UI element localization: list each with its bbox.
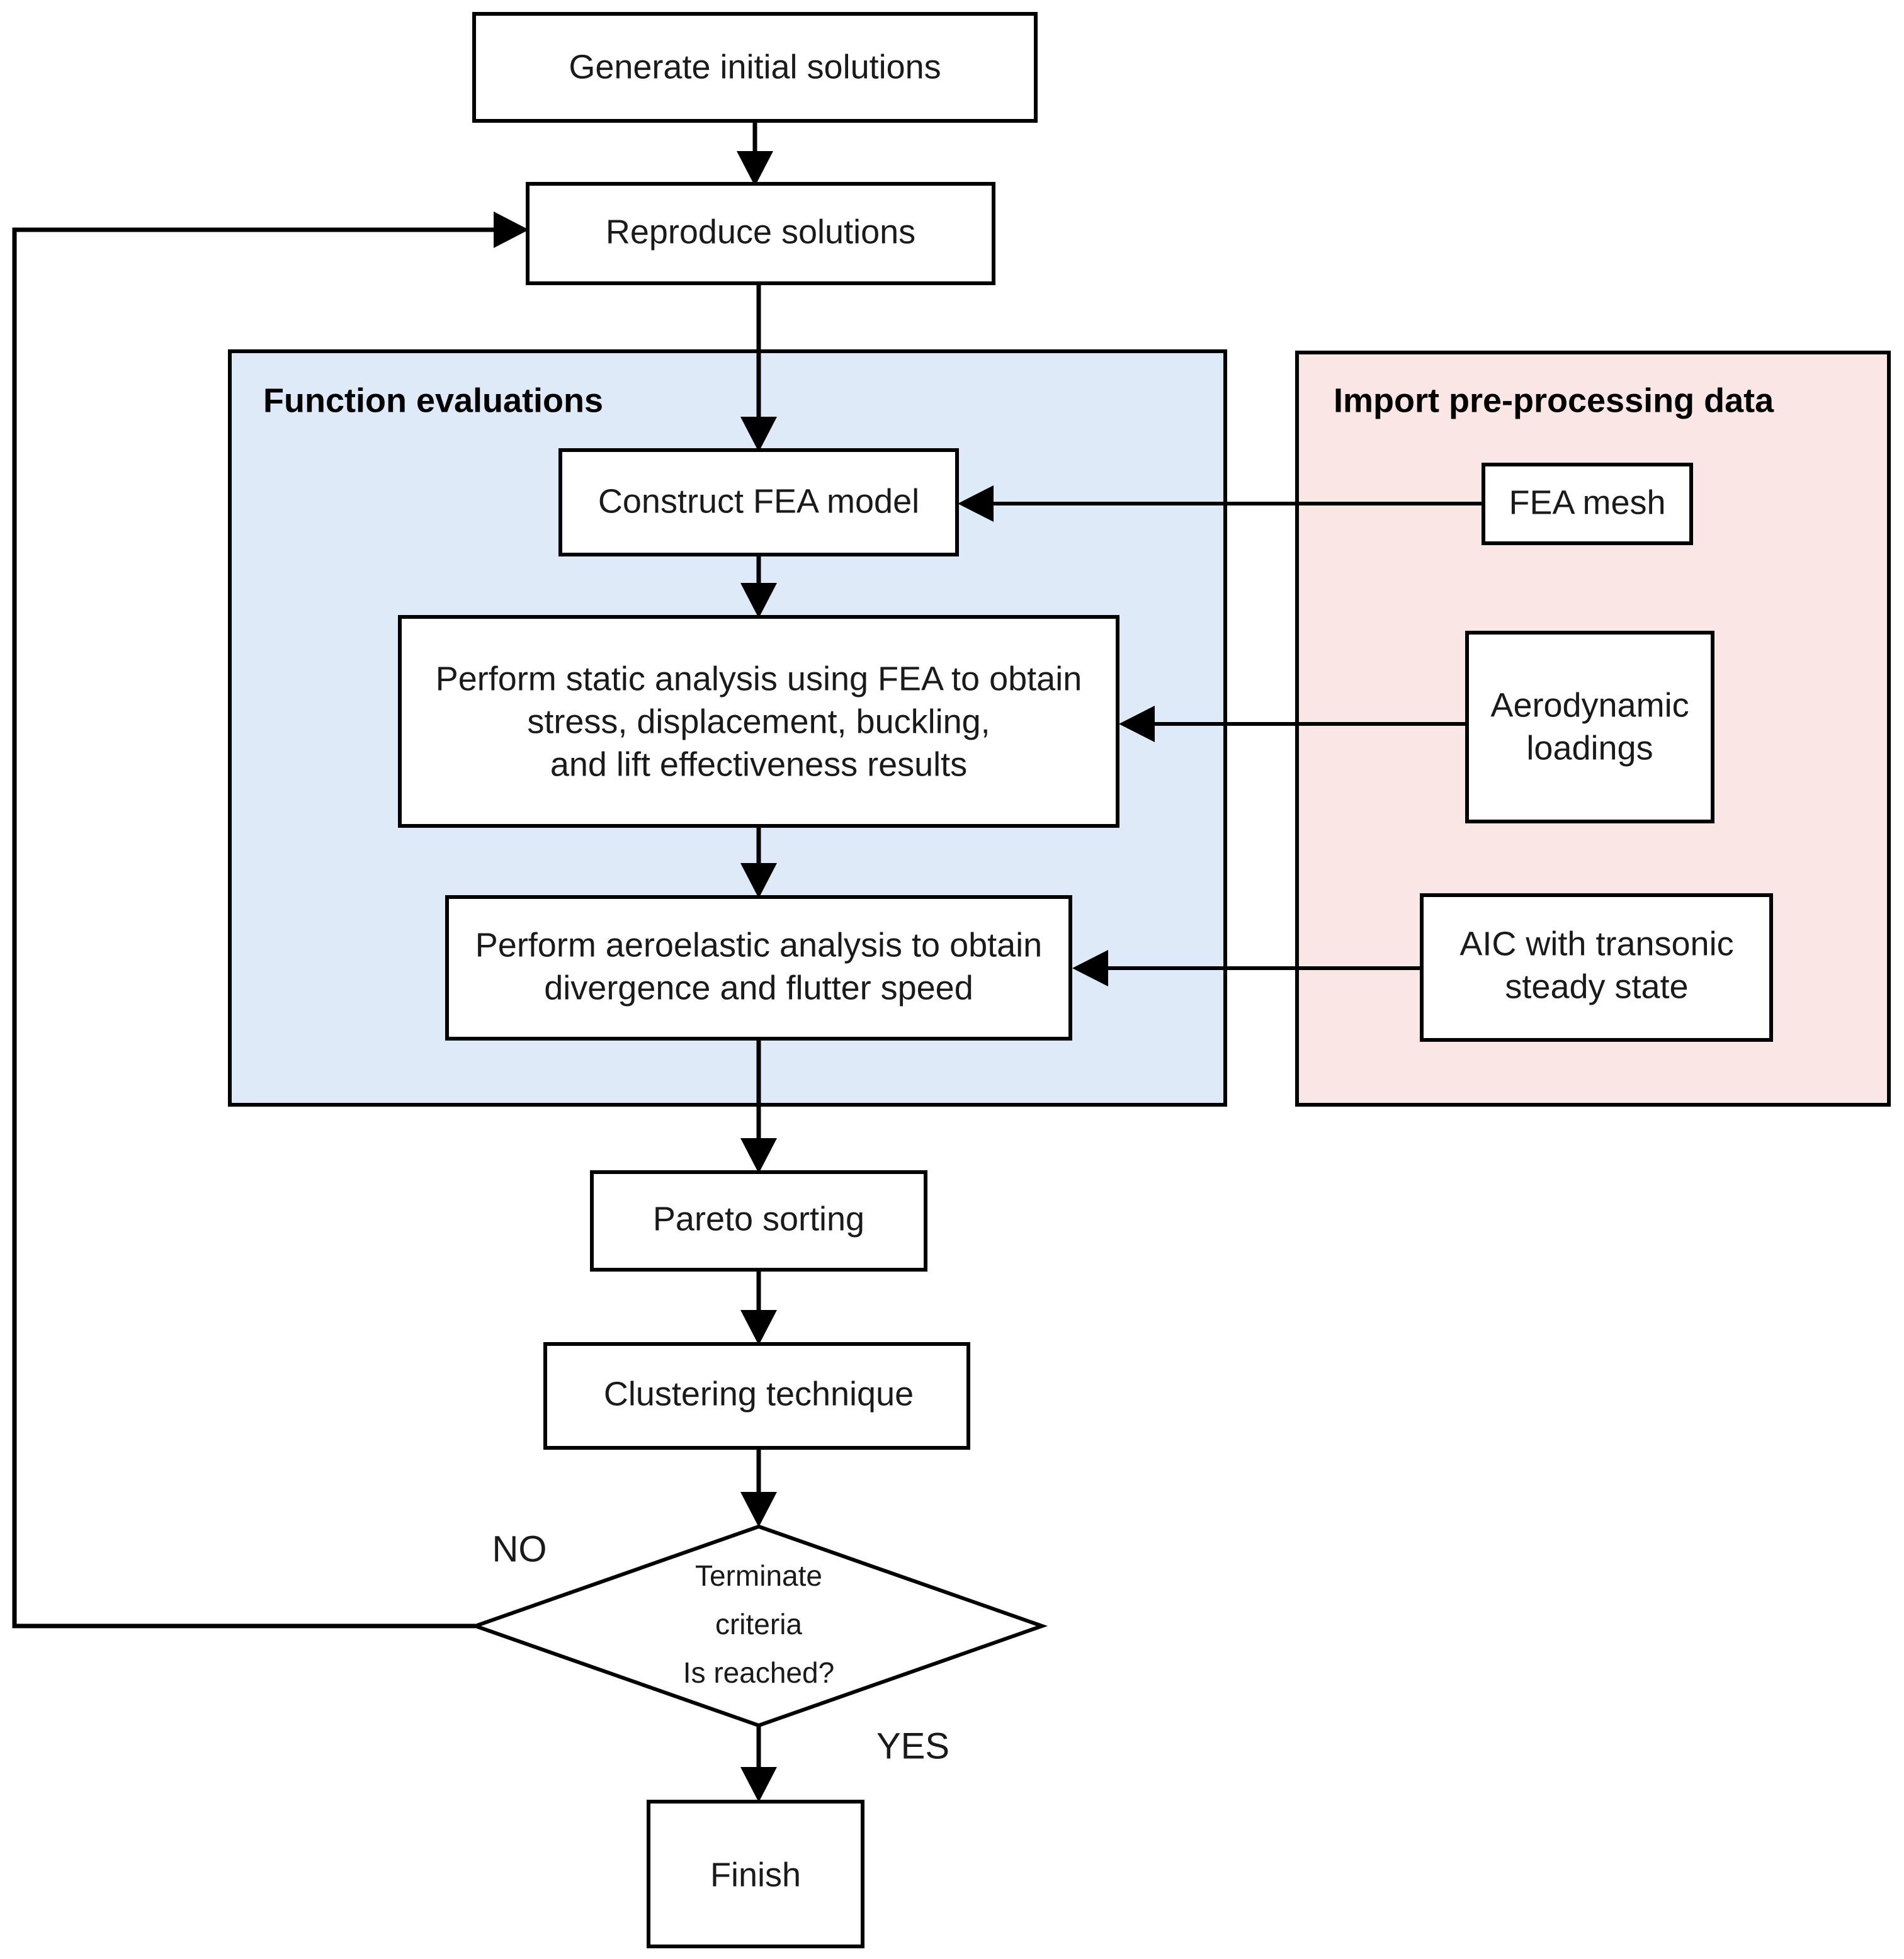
node-aerodynamic-loadings[interactable]: Aerodynamic loadings — [1465, 631, 1714, 823]
node-construct-fea-model[interactable]: Construct FEA model — [558, 448, 959, 556]
node-label-finish: Finish — [710, 1856, 801, 1894]
node-finish[interactable]: Finish — [647, 1800, 864, 1948]
edge-pareto-to-clustering — [740, 1270, 777, 1345]
node-label-generate-initial-solutions: Generate initial solutions — [569, 48, 941, 86]
edge-reproduce-to-construct-fea — [740, 283, 777, 452]
edge-fea-mesh-to-construct — [958, 485, 1483, 522]
node-label-static-line2: stress, displacement, buckling, — [527, 703, 990, 740]
edge-terminate-to-reproduce-feedback — [12, 212, 529, 1629]
node-perform-aeroelastic-analysis[interactable]: Perform aeroelastic analysis to obtain d… — [445, 895, 1072, 1041]
edge-label-no: NO — [492, 1528, 547, 1569]
node-label-clustering-technique: Clustering technique — [604, 1375, 914, 1413]
node-terminate-criteria[interactable]: Terminate criteria Is reached? — [469, 1524, 1048, 1728]
node-aic-transonic-steady-state[interactable]: AIC with transonic steady state — [1420, 893, 1773, 1042]
node-label-aeroelastic-line2: divergence and flutter speed — [544, 969, 973, 1007]
node-label-terminate-line1: Terminate — [695, 1559, 822, 1592]
node-label-aerodynamic-line2: loadings — [1526, 729, 1653, 767]
node-label-fea-mesh: FEA mesh — [1509, 483, 1665, 521]
node-reproduce-solutions[interactable]: Reproduce solutions — [526, 182, 995, 285]
node-pareto-sorting[interactable]: Pareto sorting — [590, 1170, 927, 1272]
edge-aero-loadings-to-static — [1119, 706, 1467, 742]
edge-terminate-to-finish — [740, 1725, 777, 1802]
node-label-aerodynamic-line1: Aerodynamic — [1490, 686, 1689, 724]
node-label-pareto-sorting: Pareto sorting — [653, 1200, 864, 1238]
node-perform-static-analysis[interactable]: Perform static analysis using FEA to obt… — [398, 615, 1119, 828]
panel-title-import-preprocessing: Import pre-processing data — [1334, 381, 1774, 419]
node-label-terminate-line2: criteria — [715, 1608, 802, 1640]
edge-aeroelastic-to-pareto — [740, 1039, 777, 1173]
node-generate-initial-solutions[interactable]: Generate initial solutions — [472, 12, 1038, 123]
edge-clustering-to-terminate — [740, 1448, 777, 1527]
node-label-terminate-line3: Is reached? — [683, 1656, 834, 1689]
edge-generate-to-reproduce — [737, 121, 773, 186]
edge-aic-to-aeroelastic — [1072, 950, 1422, 986]
node-fea-mesh[interactable]: FEA mesh — [1482, 463, 1693, 545]
panel-title-function-evaluations: Function evaluations — [263, 381, 603, 419]
node-label-static-line3: and lift effectiveness results — [550, 745, 967, 783]
edge-static-to-aeroelastic — [740, 826, 777, 898]
node-label-aeroelastic-line1: Perform aeroelastic analysis to obtain — [475, 926, 1042, 964]
edge-label-yes: YES — [876, 1725, 949, 1766]
edge-construct-fea-to-static — [740, 555, 777, 618]
node-label-reproduce-solutions: Reproduce solutions — [606, 213, 915, 251]
node-label-aic-line1: AIC with transonic — [1459, 925, 1733, 963]
node-clustering-technique[interactable]: Clustering technique — [543, 1342, 970, 1450]
node-label-aic-line2: steady state — [1505, 968, 1688, 1005]
node-label-static-line1: Perform static analysis using FEA to obt… — [436, 660, 1082, 697]
node-label-construct-fea-model: Construct FEA model — [598, 482, 919, 520]
